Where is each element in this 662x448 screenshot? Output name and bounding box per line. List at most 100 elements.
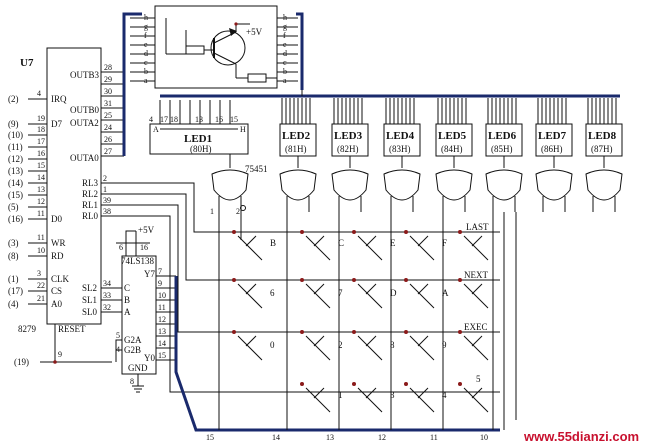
nand-gate-1 xyxy=(211,169,249,201)
chip-8279-outputs: OUTB3 OUTB0 OUTA2 OUTA0 28 29 30 31 25 2… xyxy=(70,63,124,163)
rl-pin: 2 xyxy=(103,174,107,183)
pin-num: (16) xyxy=(8,214,23,224)
chip-8279-reset-label: RESET xyxy=(58,324,86,334)
pin-name: IRQ xyxy=(51,94,67,104)
transistor-supply-label: +5V xyxy=(246,27,263,37)
bus-pin: 13 xyxy=(326,433,334,442)
key-label: 4 xyxy=(442,390,447,400)
nand-gate-2 xyxy=(279,169,317,201)
chip-8279-return-lines: RL3 RL2 RL1 RL0 2 1 39 38 xyxy=(82,174,500,393)
led-label: LED3 xyxy=(334,130,363,142)
out-pin: 15 xyxy=(158,351,166,360)
key-switch-6 xyxy=(232,278,263,309)
out-name: OUTB3 xyxy=(70,70,99,80)
gate-pin: 1 xyxy=(210,207,214,216)
pin-id: 15 xyxy=(37,161,45,170)
seg-range-start: A xyxy=(153,125,159,134)
key-label: EXEC xyxy=(464,322,488,332)
led-label: LED8 xyxy=(588,130,617,142)
out-pin: 7 xyxy=(158,267,162,276)
decoder-input: B xyxy=(124,295,130,305)
led-addr: (83H) xyxy=(389,144,411,154)
pin-id: 11 xyxy=(37,233,45,242)
decoder-vcc-wire xyxy=(125,230,136,256)
out-pin: 30 xyxy=(104,87,112,96)
out-pin: 10 xyxy=(158,291,166,300)
pin-id: 16 xyxy=(37,149,45,158)
pin-id: 18 xyxy=(37,125,45,134)
led-label: LED2 xyxy=(282,130,311,142)
pin-id: 17 xyxy=(37,137,45,146)
pin-id: 21 xyxy=(37,294,45,303)
bus-pin: 10 xyxy=(480,433,488,442)
rl-name: RL0 xyxy=(82,211,99,221)
led-label: LED4 xyxy=(386,130,415,142)
pin-id: 19 xyxy=(37,114,45,123)
sl-pin: 33 xyxy=(103,291,111,300)
transistor-block-wires xyxy=(130,17,298,82)
out-pin: 13 xyxy=(158,327,166,336)
nand-gate-3 xyxy=(331,169,369,201)
nand-gate-4 xyxy=(383,169,421,201)
led-addr: (80H) xyxy=(190,144,212,154)
vcc-pin: 6 xyxy=(119,243,123,252)
pin-id: 14 xyxy=(37,173,45,182)
out-name: OUTA2 xyxy=(70,118,99,128)
key-switch-0 xyxy=(232,330,263,361)
pin-num: (4) xyxy=(8,299,19,309)
led-addr: (82H) xyxy=(337,144,359,154)
nand-gate-6 xyxy=(485,169,523,201)
u7-ref-label: U7 xyxy=(20,57,34,69)
pin-num: (10) xyxy=(8,130,23,140)
out-pin: 11 xyxy=(158,303,166,312)
reset-num: (19) xyxy=(14,357,29,367)
key-label: 2 xyxy=(338,340,343,350)
key-label: E xyxy=(390,238,396,248)
pin-num: (11) xyxy=(8,142,23,152)
led-display-7 xyxy=(535,123,573,157)
key-switch-d xyxy=(352,278,383,309)
decoder-vcc-label: +5V xyxy=(138,225,155,235)
decoder-output-bottom: Y0 xyxy=(144,353,155,363)
sl-pin: 34 xyxy=(103,279,111,288)
segment-bus-right xyxy=(296,12,304,90)
key-switch-b xyxy=(232,230,263,261)
key-label: F xyxy=(442,238,447,248)
key-switch-8 xyxy=(352,330,383,361)
led-label: LED7 xyxy=(538,130,567,142)
key-switch-exec xyxy=(458,330,489,361)
out-pin: 14 xyxy=(158,339,166,348)
decoder-output-bus xyxy=(174,276,500,432)
led-segment-wires xyxy=(281,98,617,124)
collector-resistor xyxy=(247,73,267,83)
pnp-transistor-icon xyxy=(210,30,246,66)
led1-pin: 17 xyxy=(160,115,168,124)
pin-name: D7 xyxy=(51,119,62,129)
out-pin: 26 xyxy=(104,135,112,144)
key-label: NEXT xyxy=(464,270,488,280)
pin-num: (15) xyxy=(8,190,23,200)
decoder-output-pins: 7 9 10 11 12 13 14 15 xyxy=(156,267,176,361)
gnd-pin: 8 xyxy=(130,377,134,386)
led1-pin: 16 xyxy=(215,115,223,124)
key-label: D xyxy=(390,288,397,298)
pin-num: (14) xyxy=(8,178,23,188)
out-pin: 31 xyxy=(104,99,112,108)
sl-name: SL1 xyxy=(82,295,97,305)
chip-8279-body xyxy=(46,47,102,325)
bus-pin: 12 xyxy=(378,433,386,442)
decoder-gnd-label: GND xyxy=(128,363,148,373)
nand-gate-8 xyxy=(585,169,623,201)
led-label: LED1 xyxy=(184,133,212,145)
segment-bus-top xyxy=(122,12,142,60)
led-display-8 xyxy=(585,123,623,157)
decoder-part-label: 74LS138 xyxy=(121,256,155,266)
led-addr: (86H) xyxy=(541,144,563,154)
pin-name: CLK xyxy=(51,274,70,284)
out-pin: 29 xyxy=(104,75,112,84)
out-name: OUTA0 xyxy=(70,153,99,163)
rl-name: RL3 xyxy=(82,178,99,188)
sl-pin: 32 xyxy=(103,303,111,312)
led-addr: (81H) xyxy=(285,144,307,154)
watermark-bg xyxy=(520,426,660,446)
